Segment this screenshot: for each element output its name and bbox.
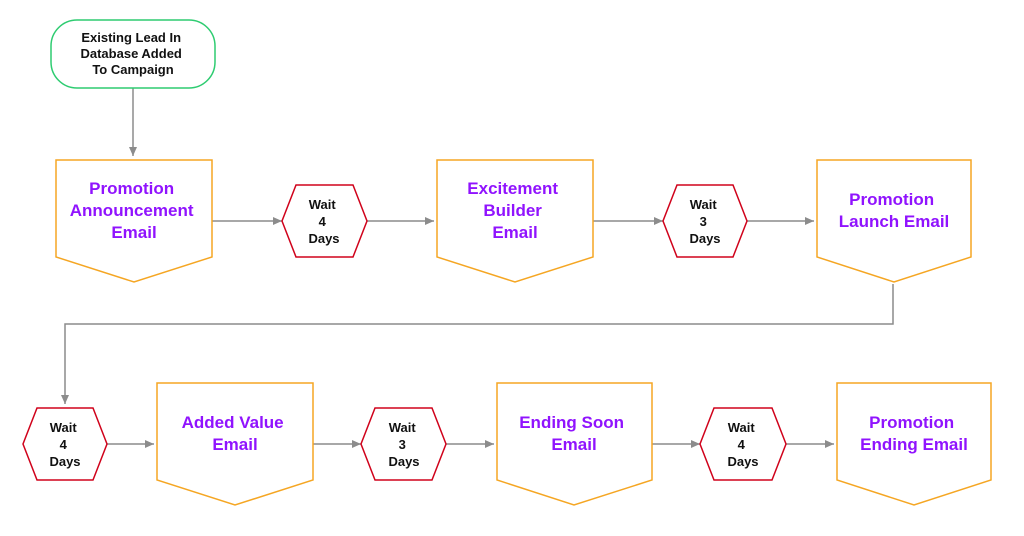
email-node-label: Ending Soon Email <box>519 413 629 454</box>
wait-node-line: 4 <box>319 214 327 229</box>
wait-node-line: 4 <box>738 437 746 452</box>
email-node-line: Promotion <box>849 190 934 209</box>
email-node-excitement-builder: Excitement Builder Email <box>436 159 594 283</box>
email-node-line: Builder <box>483 201 542 220</box>
email-node-label: Added Value Email <box>182 413 289 454</box>
connectors <box>61 88 894 448</box>
email-node-shape <box>55 159 213 283</box>
start-node-shape <box>50 19 216 89</box>
email-node-line: Announcement <box>70 201 194 220</box>
email-node-shape <box>816 159 972 283</box>
wait-node-shape <box>662 184 748 258</box>
wait-node-2: Wait 3 Days <box>662 184 748 258</box>
start-node-line-2: Database Added <box>80 46 181 61</box>
connector-email-3-to-wait-3 <box>61 284 894 404</box>
email-node-line: Promotion <box>89 179 174 198</box>
wait-node-label: Wait 3 Days <box>388 420 419 469</box>
wait-node-label: Wait 4 Days <box>727 420 758 469</box>
wait-node-label: Wait 3 Days <box>689 197 720 246</box>
email-node-promotion-ending: Promotion Ending Email <box>836 382 992 506</box>
email-node-label: Excitement Builder Email <box>467 179 562 242</box>
email-node-shape <box>156 382 314 506</box>
wait-node-4: Wait 3 Days <box>360 407 447 481</box>
wait-node-line: 3 <box>399 437 406 452</box>
email-node-line: Email <box>492 223 537 242</box>
email-node-label: Promotion Ending Email <box>860 413 968 454</box>
wait-node-line: 3 <box>700 214 707 229</box>
email-node-line: Email <box>111 223 156 242</box>
wait-node-1: Wait 4 Days <box>281 184 368 258</box>
start-node-line-1: Existing Lead In <box>81 30 181 45</box>
wait-node-5: Wait 4 Days <box>699 407 787 481</box>
email-node-shape <box>836 382 992 506</box>
email-node-line: Email <box>551 435 596 454</box>
email-node-line: Launch Email <box>839 212 950 231</box>
email-node-shape <box>496 382 653 506</box>
wait-node-line: Wait <box>690 197 718 212</box>
wait-node-line: Days <box>388 454 419 469</box>
email-node-label: Promotion Launch Email <box>839 190 950 231</box>
wait-node-shape <box>360 407 447 481</box>
email-node-line: Added Value <box>182 413 284 432</box>
wait-node-line: Days <box>727 454 758 469</box>
wait-node-line: 4 <box>60 437 68 452</box>
wait-node-label: Wait 4 Days <box>49 420 80 469</box>
email-node-promotion-launch: Promotion Launch Email <box>816 159 972 283</box>
email-node-ending-soon: Ending Soon Email <box>496 382 653 506</box>
wait-node-shape <box>699 407 787 481</box>
wait-node-line: Days <box>689 231 720 246</box>
wait-node-line: Wait <box>389 420 417 435</box>
email-node-shape <box>436 159 594 283</box>
email-node-added-value: Added Value Email <box>156 382 314 506</box>
email-node-line: Email <box>212 435 257 454</box>
wait-node-line: Wait <box>309 197 337 212</box>
wait-node-shape <box>22 407 108 481</box>
wait-node-label: Wait 4 Days <box>308 197 339 246</box>
wait-node-line: Wait <box>50 420 78 435</box>
email-node-line: Ending Soon <box>519 413 624 432</box>
start-node-line-3: To Campaign <box>92 62 173 77</box>
start-node: Existing Lead In Database Added To Campa… <box>50 19 216 89</box>
wait-node-3: Wait 4 Days <box>22 407 108 481</box>
wait-node-line: Days <box>308 231 339 246</box>
wait-node-line: Days <box>49 454 80 469</box>
email-node-line: Promotion <box>869 413 954 432</box>
email-node-label: Promotion Announcement Email <box>70 179 198 242</box>
email-node-line: Excitement <box>467 179 558 198</box>
email-node-line: Ending Email <box>860 435 968 454</box>
wait-node-line: Wait <box>728 420 756 435</box>
email-node-promotion-announcement: Promotion Announcement Email <box>55 159 213 283</box>
wait-node-shape <box>281 184 368 258</box>
start-node-label: Existing Lead In Database Added To Campa… <box>80 30 185 77</box>
